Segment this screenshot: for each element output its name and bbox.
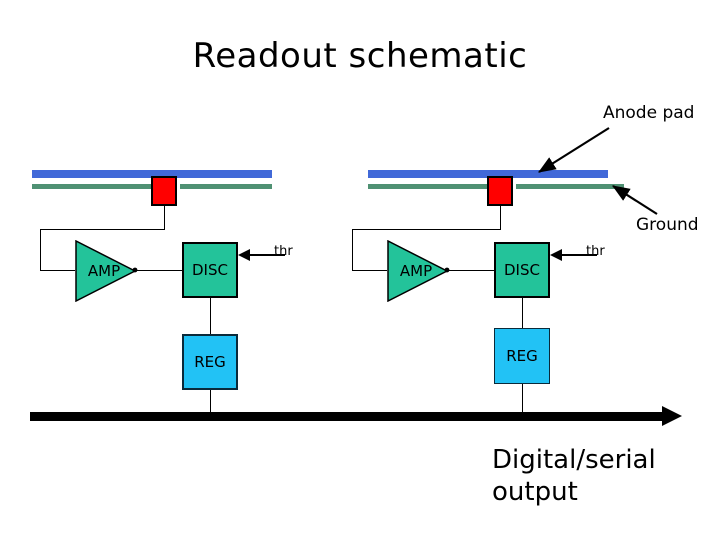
reg-block-left: REG [182,334,238,390]
wire-pad-horizontal-right [352,229,501,230]
threshold-label-right: thr [586,244,605,259]
ground-bar-right-segment-b [516,184,624,189]
wire-reg-to-bus-left [210,390,211,416]
wire-amp-to-disc-right [446,270,494,271]
amp-block-right: AMP [387,240,459,302]
amp-block-left: AMP [75,240,147,302]
pad-block-left [151,176,177,206]
output-caption-line1: Digital/serial [492,445,656,475]
output-caption: Digital/serial output [492,444,707,508]
disc-label-left: DISC [192,261,228,279]
output-bus-line [30,412,668,421]
disc-block-left: DISC [182,242,238,298]
output-bus-arrowhead [662,406,682,426]
page-title: Readout schematic [192,36,528,76]
anode-pad-bar-left [32,170,272,178]
wire-amp-input-left [40,270,75,271]
wire-pad-drop-left [40,229,41,271]
ground-bar-right-segment-a [368,184,488,189]
wire-disc-to-reg-right [522,298,523,328]
ground-bar-left-segment-b [180,184,272,189]
wire-pad-down-right [500,206,501,230]
disc-block-right: DISC [494,242,550,298]
pad-block-right [487,176,513,206]
reg-label-left: REG [194,353,226,371]
reg-block-right: REG [494,328,550,384]
wire-disc-to-reg-left [210,298,211,334]
threshold-label-left: thr [274,244,293,259]
wire-pad-horizontal-left [40,229,165,230]
disc-label-right: DISC [504,261,540,279]
output-caption-line2: output [492,477,578,507]
ground-label: Ground [636,215,699,235]
wire-reg-to-bus-right [522,384,523,416]
wire-amp-to-disc-left [134,270,182,271]
ground-bar-left-segment-a [32,184,152,189]
wire-amp-input-right [352,270,387,271]
wire-pad-down-left [164,206,165,230]
anode-pad-label: Anode pad [603,103,695,123]
wire-threshold-left [245,254,285,256]
reg-label-right: REG [506,347,538,365]
wire-threshold-right [557,254,597,256]
wire-pad-drop-right [352,229,353,271]
anode-pad-bar-right [368,170,608,178]
